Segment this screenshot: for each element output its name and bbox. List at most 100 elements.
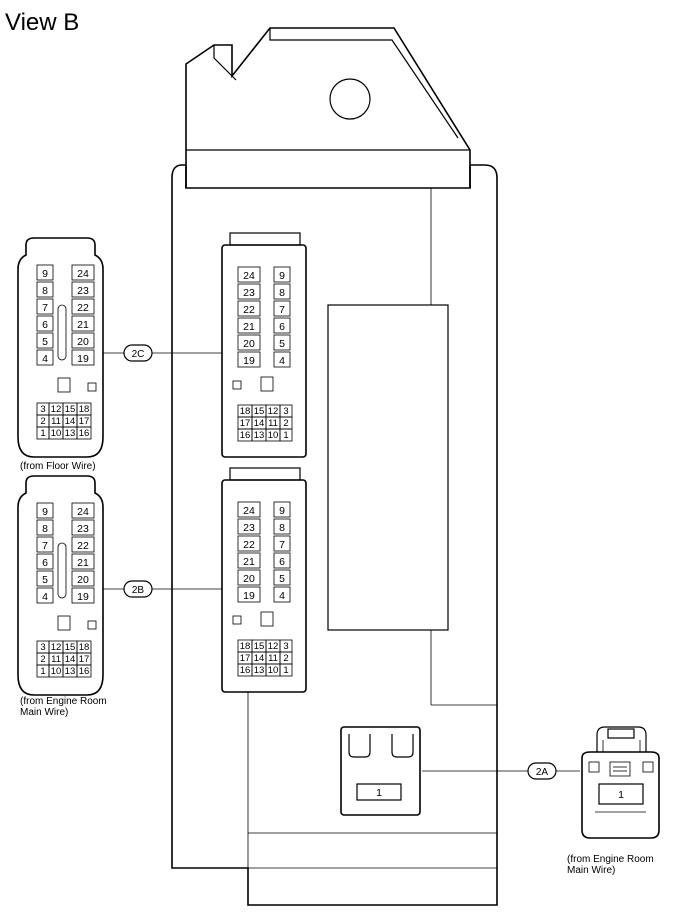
plug-2C-pin-17: 17 [79, 416, 90, 427]
plug-2B-pin-4: 4 [42, 591, 48, 603]
socket-2B-pin-9: 9 [279, 505, 285, 517]
socket-2B-pin-15: 15 [254, 641, 265, 652]
socket-2C-pin-6-cell [273, 317, 291, 334]
plug-2B-pin-22-cell [71, 536, 95, 553]
plug-2B-pin-4-cell [36, 587, 54, 604]
plug-2C-pin-22-cell [71, 298, 95, 315]
socket-2C-pin-1: 1 [283, 430, 288, 441]
plug-2B-pin-21-cell [71, 553, 95, 570]
plug-2C-pin-21: 21 [77, 319, 89, 331]
socket-2C-pin-7-cell [273, 300, 291, 317]
plug-2B-pin-6-cell [36, 553, 54, 570]
leader-lines [103, 352, 580, 772]
socket-2B-pin-21: 21 [243, 556, 255, 568]
caption-2A-line2: Main Wire) [567, 865, 615, 876]
socket-2C-pin-15: 15 [254, 406, 265, 417]
plug-2C-pin-3: 3 [40, 404, 45, 415]
socket-2B-pin-24: 24 [243, 505, 255, 517]
plug-2B-pin-19-cell [71, 587, 95, 604]
socket-2B-pin-24-cell [237, 501, 261, 518]
svg-text:2B: 2B [132, 585, 145, 596]
socket-2C-pin-5: 5 [279, 338, 285, 350]
socket-2B-pin-19: 19 [243, 590, 255, 602]
plug-2B-pin-20: 20 [77, 574, 89, 586]
caption-2B-line2: Main Wire) [20, 707, 68, 718]
socket-2C-pin-9: 9 [279, 270, 285, 282]
socket-2C-pin-20-cell [237, 334, 261, 351]
socket-2C-pin-1-cell [279, 428, 293, 442]
plug-2A-pin: 1 [618, 789, 624, 801]
socket-2C-pin-3: 3 [283, 406, 288, 417]
socket-2B-pin-5: 5 [279, 573, 285, 585]
view-title: View B [5, 9, 79, 36]
svg-text:2A: 2A [536, 767, 549, 778]
plug-2B-pin-23: 23 [77, 523, 89, 535]
plug-2B-pin-16-cell [76, 664, 92, 678]
plug-2B-pin-7: 7 [42, 540, 48, 552]
plug-2B-pin-17: 17 [79, 654, 90, 665]
socket-2C-pin-16: 16 [240, 430, 251, 441]
socket-2C-pin-12: 12 [268, 406, 279, 417]
plug-2C-pin-6: 6 [42, 319, 48, 331]
plug-2C-pin-11: 11 [51, 416, 61, 427]
socket-2B-pin-4-cell [273, 586, 291, 603]
socket-2B-pin-18: 18 [240, 641, 251, 652]
plug-2B-pin-15: 15 [65, 642, 76, 653]
socket-2B-pin-10: 10 [268, 665, 279, 676]
socket-2C-pin-22-cell [237, 300, 261, 317]
socket-2B-pin-1-cell [279, 663, 293, 677]
socket-2B-pin-16: 16 [240, 665, 251, 676]
socket-2B-pin-20: 20 [243, 573, 255, 585]
tag-2B: 2B [123, 580, 153, 598]
plug-2C-pin-24-cell [71, 264, 95, 281]
socket-2C-pin-4-cell [273, 351, 291, 368]
socket-2B-pin-11: 11 [268, 653, 278, 664]
socket-2B-pin-23: 23 [243, 522, 255, 534]
plug-2B-pin-13: 13 [65, 666, 76, 677]
plug-2B-pin-2: 2 [40, 654, 45, 665]
socket-2C-pin-23: 23 [243, 287, 255, 299]
socket-2B-pin-14: 14 [254, 653, 265, 664]
socket-2C-pin-21: 21 [243, 321, 255, 333]
tag-2C: 2C [123, 344, 153, 362]
socket-2C-pin-6: 6 [279, 321, 285, 333]
plug-2C-pin-7-cell [36, 298, 54, 315]
plug-2C-pin-5: 5 [42, 336, 48, 348]
socket-2B-pin-5-cell [273, 569, 291, 586]
caption-2C: (from Floor Wire) [20, 461, 96, 472]
plug-2C-pin-19-cell [71, 349, 95, 366]
plug-2B-pin-8-cell [36, 519, 54, 536]
socket-2C-pin-13: 13 [254, 430, 265, 441]
socket-2C-pin-14: 14 [254, 418, 265, 429]
plug-2B-pin-14: 14 [65, 654, 76, 665]
plug-2C-pin-2: 2 [40, 416, 45, 427]
socket-2C-pin-17: 17 [240, 418, 251, 429]
socket-2C-pin-4: 4 [279, 355, 285, 367]
plug-2C-pin-9: 9 [42, 268, 48, 280]
plug-2C-pin-23-cell [71, 281, 95, 298]
plug-2C-pin-23: 23 [77, 285, 89, 297]
tag-2A: 2A [527, 762, 557, 780]
plug-2B-pin-24: 24 [77, 506, 89, 518]
plug-2C-pin-18: 18 [79, 404, 90, 415]
socket-2C-pin-24-cell [237, 266, 261, 283]
plug-2B-pin-8: 8 [42, 523, 48, 535]
plug-2C-pin-21-cell [71, 315, 95, 332]
caption-2B-line1: (from Engine Room [20, 696, 107, 707]
socket-2B-pin-22-cell [237, 535, 261, 552]
socket-2B-pin-20-cell [237, 569, 261, 586]
socket-2C-pin-10: 10 [268, 430, 279, 441]
socket-2C-pin-22: 22 [243, 304, 255, 316]
plug-2B-pin-6: 6 [42, 557, 48, 569]
socket-2B-pin-22: 22 [243, 539, 255, 551]
plug-2B-pin-11: 11 [51, 654, 61, 665]
junction-block-body: 1 [171, 27, 498, 906]
plug-2C-pin-5-cell [36, 332, 54, 349]
plug-2B-pin-3: 3 [40, 642, 45, 653]
socket-2B-pin-23-cell [237, 518, 261, 535]
socket-2C-pin-23-cell [237, 283, 261, 300]
